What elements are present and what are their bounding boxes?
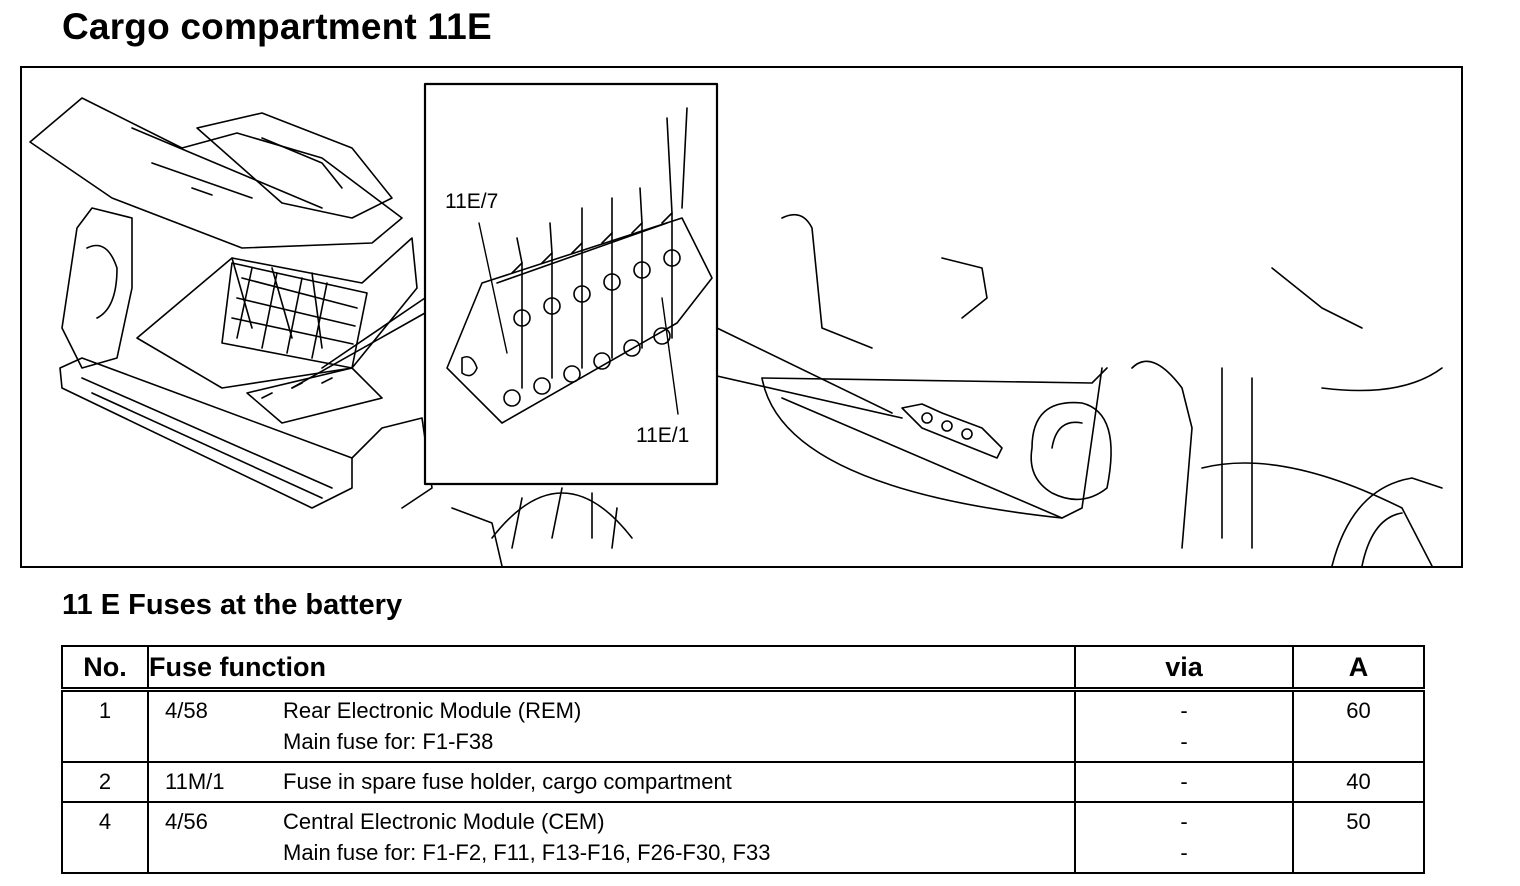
cargo-compartment-illustration: 11E/7 11E/1 [20,66,1463,568]
section-heading: 11 E Fuses at the battery [62,589,403,621]
table-row: 2 11M/1 Fuse in spare fuse holder, cargo… [62,761,1424,802]
callout-11e-7: 11E/7 [445,190,498,213]
fuse-description: Main fuse for: F1-F2, F11, F13-F16, F26-… [283,840,771,865]
via-value: - [1180,698,1188,723]
fuse-number: 4 [62,801,148,873]
fuse-detail-inset: 11E/7 11E/1 [423,82,719,486]
via-value: - [1180,809,1188,834]
fuse-code: 4/56 [165,809,208,834]
fuse-table: No. Fuse function via A 1 4/58 Rear Elec… [61,645,1425,874]
fuse-description: Fuse in spare fuse holder, cargo compart… [283,769,732,794]
fuse-description: Central Electronic Module (CEM) [283,809,605,834]
fuse-description: Rear Electronic Module (REM) [283,698,582,723]
table-header-row: No. Fuse function via A [62,646,1424,692]
fuse-code: 11M/1 [165,769,225,794]
car-rear-open-drawing [29,97,633,566]
fuse-number: 1 [98,698,112,723]
amps-value: 40 [1292,761,1424,802]
table-row: 1 4/58 Rear Electronic Module (REM) Main… [62,689,1424,762]
via-value: - [1180,729,1188,754]
page-title: Cargo compartment 11E [62,6,492,47]
column-header-via: via [1074,646,1293,692]
amps-value: 60 [1292,689,1424,762]
via-value: - [1180,840,1188,865]
amps-value: 50 [1292,801,1424,873]
fuse-code: 4/58 [165,698,208,723]
car-rear-closed-drawing [761,213,1443,566]
column-header-amps: A [1292,646,1424,692]
column-header-no: No. [62,646,148,692]
via-value: - [1180,769,1188,794]
fuse-description: Main fuse for: F1-F38 [283,729,494,754]
column-header-function: Fuse function [147,646,1075,692]
fuse-number: 2 [62,761,148,802]
table-row: 4 4/56 Central Electronic Module (CEM) M… [62,801,1424,873]
callout-11e-1: 11E/1 [636,424,689,447]
